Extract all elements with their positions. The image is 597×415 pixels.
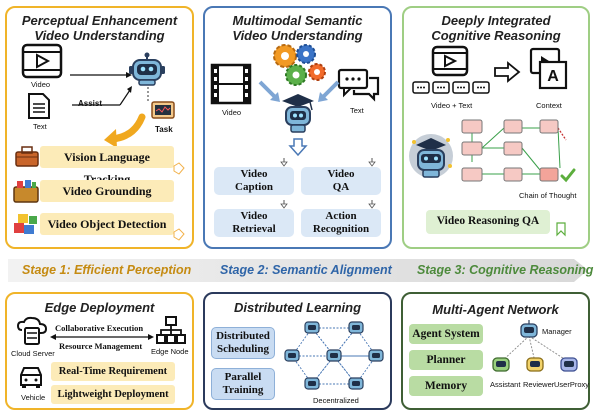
task-line: Retrieval	[232, 223, 276, 235]
curved-arrow-icon	[104, 113, 146, 148]
panel-perceptual-enhancement: Perceptual Enhancement Video Understandi…	[5, 6, 194, 249]
vehicle-label: Vehicle	[21, 393, 46, 402]
assist-label: Assist	[78, 99, 103, 108]
down-arrow-icon	[288, 138, 308, 157]
box-line: Distributed	[216, 330, 270, 342]
double-arrow	[50, 334, 154, 340]
edge-node-icon	[156, 316, 186, 344]
robot-agent-icon	[129, 52, 165, 86]
text-label: Text	[350, 106, 364, 115]
cot-label: Chain of Thought	[519, 191, 577, 200]
tag-icon	[173, 228, 185, 241]
chain-of-thought-graph	[461, 119, 576, 183]
box-line: Parallel	[224, 371, 262, 383]
reviewer-label: Reviewer	[523, 380, 555, 389]
svg-text:A: A	[547, 68, 559, 85]
panel-title: Multi-Agent Network	[432, 302, 559, 317]
context-label: Context	[536, 101, 562, 110]
pin-icons	[280, 158, 376, 209]
video-film-icon	[431, 45, 469, 77]
manager-label: Manager	[542, 327, 572, 336]
task-line: Video	[327, 168, 355, 180]
grounding-toolbox-icon	[13, 180, 39, 203]
detection-blocks-icon	[14, 214, 37, 234]
cloud-server-label: Cloud Server	[11, 349, 55, 358]
tag-icon	[173, 162, 185, 175]
decentralized-network-graph	[284, 321, 384, 390]
item-agent-system: Agent System	[409, 324, 483, 344]
task-line: Recognition	[312, 223, 370, 235]
task-line: QA	[332, 181, 350, 193]
agent-hierarchy-graph	[492, 320, 578, 372]
task-video-grounding: Video Grounding	[40, 180, 174, 202]
film-strip-icon	[210, 63, 252, 105]
cloud-server-icon	[16, 316, 48, 345]
collab-label: Collaborative Execution	[55, 323, 144, 333]
converge-arrows	[258, 80, 340, 102]
bookmark-icon	[556, 222, 566, 237]
decentralized-label: Decentralized	[313, 396, 359, 405]
assistant-label: Assistant	[490, 380, 521, 389]
tracking-toolbox-icon	[15, 146, 39, 167]
panel-title: Edge Deployment	[44, 300, 155, 315]
box-line: Scheduling	[217, 343, 269, 355]
task-vision-language-tracking: Vision Language Tracking	[40, 146, 174, 186]
task-video-reasoning-qa: Video Reasoning QA	[426, 210, 550, 234]
dashed-connector	[147, 87, 149, 101]
panel-cognitive-reasoning: Deeply Integrated Cognitive Reasoning	[402, 6, 590, 249]
panel-title-line2: Video Understanding	[232, 28, 363, 43]
video-label: Video	[222, 108, 242, 117]
req-lightweight: Lightweight Deployment	[51, 385, 175, 404]
stage-3-label: Stage 3: Cognitive Reasoning	[417, 263, 594, 277]
userproxy-label: UserProxy	[554, 380, 590, 389]
video-film-icon	[21, 43, 63, 79]
text-label: Text	[33, 122, 47, 131]
video-label: Video	[31, 80, 51, 89]
task-label: Task	[155, 125, 173, 134]
task-line: Video	[240, 168, 268, 180]
item-planner: Planner	[409, 350, 483, 370]
context-window-icon: A	[529, 47, 568, 90]
panel-title-line2: Video Understanding	[34, 28, 165, 43]
task-monitor-icon	[151, 101, 175, 119]
task-video-object-detection: Video Object Detection	[40, 213, 174, 235]
stage-arrow-bar	[8, 259, 588, 282]
panel-title: Distributed Learning	[233, 300, 362, 315]
task-line: Action	[325, 210, 357, 222]
item-memory: Memory	[409, 376, 483, 396]
task-line: Video	[240, 210, 268, 222]
right-arrow-icon	[494, 61, 521, 83]
panel-title-line1: Deeply Integrated	[441, 13, 551, 28]
text-document-icon	[28, 93, 50, 119]
gears-icon	[273, 44, 326, 86]
panel-title-line1: Perceptual Enhancement	[21, 13, 178, 28]
vehicle-icon	[20, 367, 42, 388]
chat-bubbles-icon	[337, 68, 380, 102]
req-real-time: Real-Time Requirement	[51, 362, 175, 381]
stage-2-label: Stage 2: Semantic Alignment	[220, 263, 392, 277]
box-line: Training	[222, 384, 264, 396]
video-text-label: Video + Text	[431, 101, 473, 110]
panel-title-line1: Multimodal Semantic	[232, 13, 363, 28]
resource-label: Resource Management	[59, 341, 143, 351]
task-line: Caption	[235, 181, 273, 193]
stage-1-label: Stage 1: Efficient Perception	[22, 263, 192, 277]
edge-node-label: Edge Node	[151, 347, 189, 356]
panel-title-line2: Cognitive Reasoning	[431, 28, 561, 43]
input-arrows	[70, 72, 132, 106]
robot-scholar-icon	[282, 94, 314, 133]
chat-dots-icon	[412, 81, 490, 94]
robot-reasoner-icon	[409, 134, 453, 178]
